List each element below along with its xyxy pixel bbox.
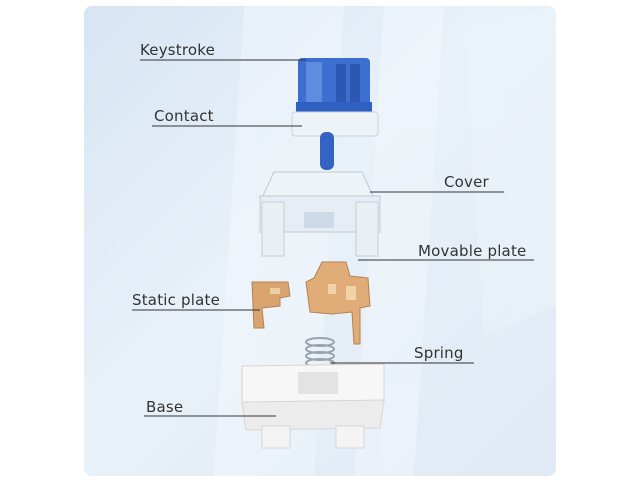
movable-plate-part (305, 261, 371, 345)
static-plate-part (251, 281, 291, 329)
cover-part (259, 171, 381, 257)
diagram-panel: Keystroke Contact Cover Movable plate St… (84, 6, 556, 476)
label-base: Base (146, 398, 184, 416)
leader-lines (132, 59, 534, 417)
label-movable-plate: Movable plate (418, 242, 527, 260)
base-part (241, 363, 385, 449)
keystroke-part (296, 58, 372, 116)
label-contact: Contact (154, 107, 214, 125)
contact-part (291, 111, 379, 170)
label-keystroke: Keystroke (140, 41, 216, 59)
label-static-plate: Static plate (132, 291, 221, 309)
label-spring: Spring (414, 344, 464, 362)
diagram-svg (132, 6, 556, 476)
label-cover: Cover (444, 173, 489, 191)
